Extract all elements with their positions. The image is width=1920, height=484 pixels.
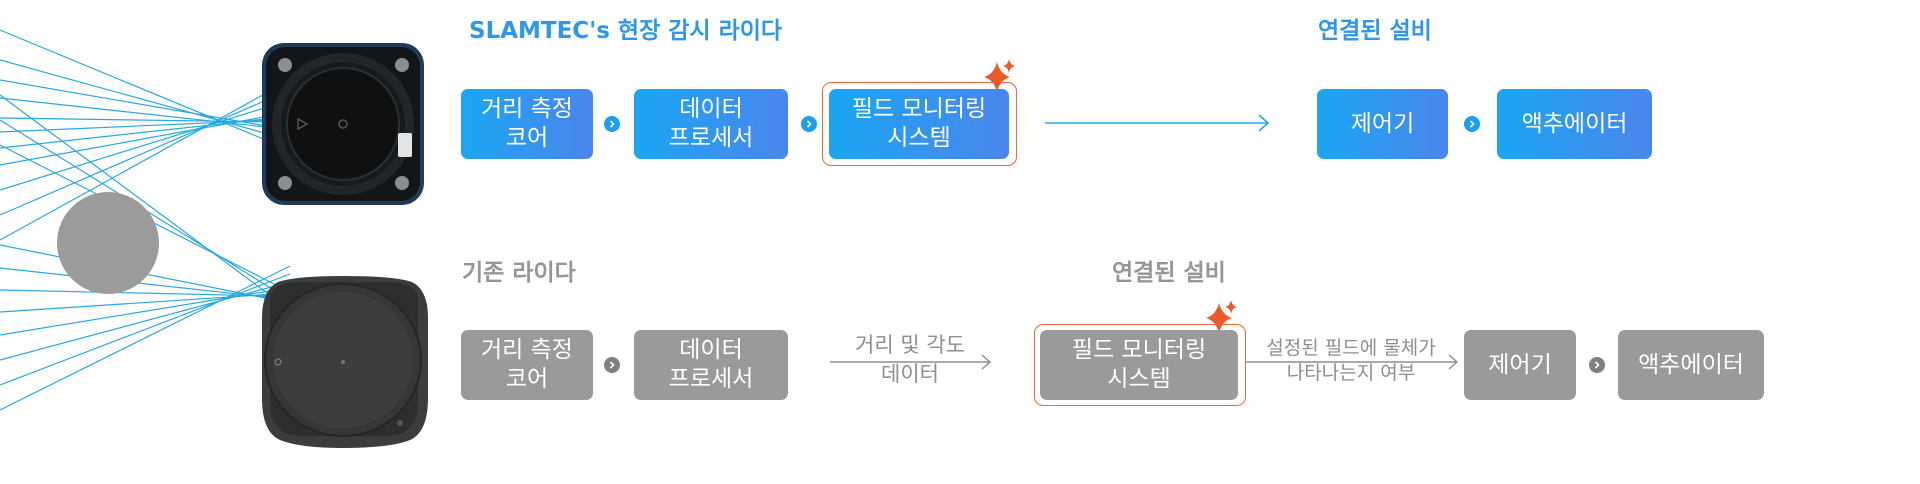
highlight-frame — [822, 82, 1017, 166]
arrow-right-icon — [830, 354, 992, 370]
slamtec-node-field-monitoring: 필드 모니터링 시스템 — [829, 89, 1009, 159]
node-label: 액추에이터 — [1638, 351, 1744, 378]
slamtec-lidar-device — [262, 43, 424, 205]
node-label: 데이터 — [679, 96, 743, 122]
legacy-node-distance-core: 거리 측정 코어 — [461, 330, 593, 400]
target-object — [57, 192, 159, 294]
legacy-edge-label-distance-angle: 거리 및 각도 데이터 — [830, 331, 990, 389]
node-label: 프로세서 — [668, 366, 754, 392]
edge-label-line: 설정된 필드에 물체가 — [1266, 337, 1436, 359]
legacy-section-title: 기존 라이다 — [462, 260, 576, 286]
slamtec-node-data-processor: 데이터 프로세서 — [634, 89, 788, 159]
node-label: 제어기 — [1488, 351, 1552, 378]
edge-label-line: 나타나는지 여부 — [1286, 362, 1416, 384]
slamtec-node-actuator: 액추에이터 — [1497, 89, 1652, 159]
chevron-right-icon — [604, 116, 620, 132]
legacy-connected-title: 연결된 설비 — [1112, 260, 1226, 286]
legacy-node-field-monitoring: 필드 모니터링 시스템 — [1040, 330, 1238, 400]
sparkle-icon — [984, 59, 1015, 92]
arrow-right-icon — [1045, 114, 1270, 132]
arrow-right-icon — [1245, 354, 1459, 370]
node-label: 데이터 — [679, 337, 743, 363]
legacy-node-controller: 제어기 — [1464, 330, 1576, 400]
node-label: 필드 모니터링 — [1071, 337, 1207, 363]
node-label: 코어 — [505, 125, 549, 151]
sparkle-icon — [1206, 300, 1237, 333]
node-label: 프로세서 — [668, 125, 754, 151]
chevron-right-icon — [604, 357, 620, 373]
node-label: 액추에이터 — [1521, 110, 1628, 137]
node-label: 거리 측정 — [481, 96, 573, 122]
chevron-right-icon — [801, 116, 817, 132]
legacy-edge-label-object-detection: 설정된 필드에 물체가 나타나는지 여부 — [1246, 336, 1456, 386]
chevron-right-icon — [1589, 357, 1605, 373]
node-label: 제어기 — [1350, 110, 1415, 137]
highlight-frame — [1034, 324, 1246, 406]
node-label: 거리 측정 — [481, 337, 573, 363]
legacy-lidar-device — [262, 276, 428, 448]
legacy-node-data-processor: 데이터 프로세서 — [634, 330, 788, 400]
slamtec-node-distance-core: 거리 측정 코어 — [461, 89, 593, 159]
legacy-node-actuator: 액추에이터 — [1618, 330, 1764, 400]
edge-label-line: 데이터 — [881, 362, 939, 386]
chevron-right-icon — [1464, 116, 1480, 132]
node-label: 시스템 — [1107, 366, 1171, 392]
node-label: 시스템 — [887, 125, 951, 151]
slamtec-node-controller: 제어기 — [1317, 89, 1448, 159]
slamtec-connected-title: 연결된 설비 — [1318, 18, 1432, 44]
node-label: 코어 — [505, 366, 549, 392]
node-label: 필드 모니터링 — [851, 96, 987, 122]
slamtec-section-title: SLAMTEC's 현장 감시 라이다 — [469, 18, 783, 44]
edge-label-line: 거리 및 각도 — [855, 333, 965, 357]
